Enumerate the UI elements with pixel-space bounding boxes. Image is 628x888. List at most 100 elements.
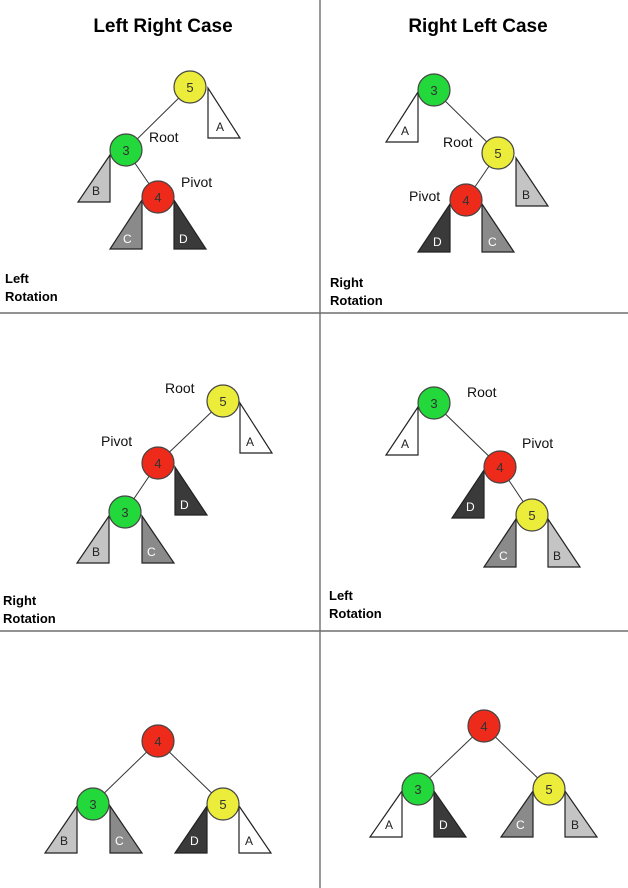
title-left-right-case: Left Right Case xyxy=(93,16,232,37)
subtree-c-label: C xyxy=(488,235,497,249)
subtree-b-triangle xyxy=(564,789,599,838)
root-label: Root xyxy=(149,129,179,145)
subtree-d-label: D xyxy=(439,818,448,832)
subtree-c-triangle xyxy=(481,202,516,253)
subtree-a-triangle xyxy=(239,400,274,454)
subtree-a-triangle xyxy=(384,89,419,143)
node-4 xyxy=(141,180,175,214)
node-3-label: 3 xyxy=(122,143,129,158)
subtree-b-triangle xyxy=(76,153,111,203)
subtree-c-label: C xyxy=(115,834,124,848)
panel-bottom-left: B C D A 4 3 5 xyxy=(43,724,273,854)
node-4 xyxy=(483,450,517,484)
subtree-d-triangle xyxy=(173,197,208,250)
subtree-b-triangle xyxy=(43,804,78,854)
node-3 xyxy=(108,495,142,529)
subtree-d-label: D xyxy=(180,498,189,512)
node-5-label: 5 xyxy=(219,394,226,409)
subtree-c-label: C xyxy=(499,549,508,563)
node-3-label: 3 xyxy=(430,83,437,98)
node-3-label: 3 xyxy=(89,797,96,812)
node-3 xyxy=(417,73,451,107)
caption-line1: Right xyxy=(3,593,37,608)
node-4 xyxy=(141,446,175,480)
caption-line1: Left xyxy=(329,588,354,603)
subtree-a-triangle xyxy=(238,804,273,854)
node-4-label: 4 xyxy=(496,460,503,475)
subtree-a-triangle xyxy=(368,789,403,838)
panel-middle-left: A D B C 5 4 3 Root Pivot Right Rotation xyxy=(3,380,274,626)
root-label: Root xyxy=(443,134,473,150)
caption-line2: Rotation xyxy=(330,293,383,308)
node-5-label: 5 xyxy=(219,797,226,812)
subtree-d-label: D xyxy=(466,500,475,514)
subtree-c-triangle xyxy=(499,789,534,838)
caption-line2: Rotation xyxy=(3,611,56,626)
subtree-c-triangle xyxy=(108,197,143,250)
subtree-d-label: D xyxy=(179,232,188,246)
subtree-d-triangle xyxy=(174,465,209,516)
subtree-a-triangle xyxy=(207,85,242,139)
node-4-label: 4 xyxy=(154,190,161,205)
node-4 xyxy=(467,709,501,743)
subtree-a-label: A xyxy=(245,834,253,848)
panel-top-right: A B D C 3 5 4 Root Pivot Right Rotation xyxy=(330,73,550,308)
node-5-label: 5 xyxy=(494,146,501,161)
caption-line1: Right xyxy=(330,275,364,290)
node-4 xyxy=(141,724,175,758)
node-4-label: 4 xyxy=(154,734,161,749)
subtree-b-label: B xyxy=(571,818,579,832)
pivot-label: Pivot xyxy=(101,433,132,449)
node-3-label: 3 xyxy=(414,782,421,797)
subtree-a-label: A xyxy=(385,818,393,832)
node-4-label: 4 xyxy=(480,719,487,734)
subtree-a-label: A xyxy=(401,437,409,451)
pivot-label: Pivot xyxy=(181,174,212,190)
node-3-label: 3 xyxy=(430,396,437,411)
subtree-c-triangle xyxy=(109,804,144,854)
subtree-d-triangle xyxy=(416,202,451,253)
subtree-c-label: C xyxy=(123,232,132,246)
subtree-d-triangle xyxy=(450,468,485,519)
caption-line2: Rotation xyxy=(5,289,58,304)
subtree-a-label: A xyxy=(246,435,254,449)
node-5 xyxy=(481,136,515,170)
node-3-label: 3 xyxy=(121,505,128,520)
subtree-b-label: B xyxy=(92,184,100,198)
subtree-c-triangle xyxy=(141,514,176,564)
subtree-c-triangle xyxy=(482,517,517,568)
subtree-d-triangle xyxy=(173,804,208,854)
subtree-b-triangle xyxy=(515,156,550,207)
subtree-a-label: A xyxy=(216,120,224,134)
node-4 xyxy=(449,183,483,217)
subtree-b-label: B xyxy=(92,545,100,559)
pivot-label: Pivot xyxy=(522,435,553,451)
node-5 xyxy=(206,787,240,821)
caption-line2: Rotation xyxy=(329,606,382,621)
subtree-a-label: A xyxy=(401,124,409,138)
node-5-label: 5 xyxy=(186,80,193,95)
node-5-label: 5 xyxy=(545,782,552,797)
subtree-c-label: C xyxy=(516,818,525,832)
node-3 xyxy=(109,133,143,167)
subtree-b-triangle xyxy=(75,514,110,564)
subtree-b-label: B xyxy=(553,549,561,563)
subtree-d-label: D xyxy=(433,235,442,249)
subtree-d-label: D xyxy=(190,834,199,848)
node-3 xyxy=(401,772,435,806)
caption-line1: Left xyxy=(5,271,30,286)
panel-bottom-right: A D C B 4 3 5 xyxy=(368,709,599,838)
root-label: Root xyxy=(467,384,497,400)
subtree-b-triangle xyxy=(547,517,582,568)
node-5 xyxy=(206,384,240,418)
node-5-label: 5 xyxy=(528,508,535,523)
panel-top-left: A B C D 5 3 4 Root Pivot Left Rotation xyxy=(5,70,242,304)
title-right-left-case: Right Left Case xyxy=(408,16,547,37)
node-5 xyxy=(532,772,566,806)
subtree-a-triangle xyxy=(384,405,419,456)
node-4-label: 4 xyxy=(462,193,469,208)
subtree-d-triangle xyxy=(433,789,468,838)
node-5 xyxy=(515,498,549,532)
node-5 xyxy=(173,70,207,104)
